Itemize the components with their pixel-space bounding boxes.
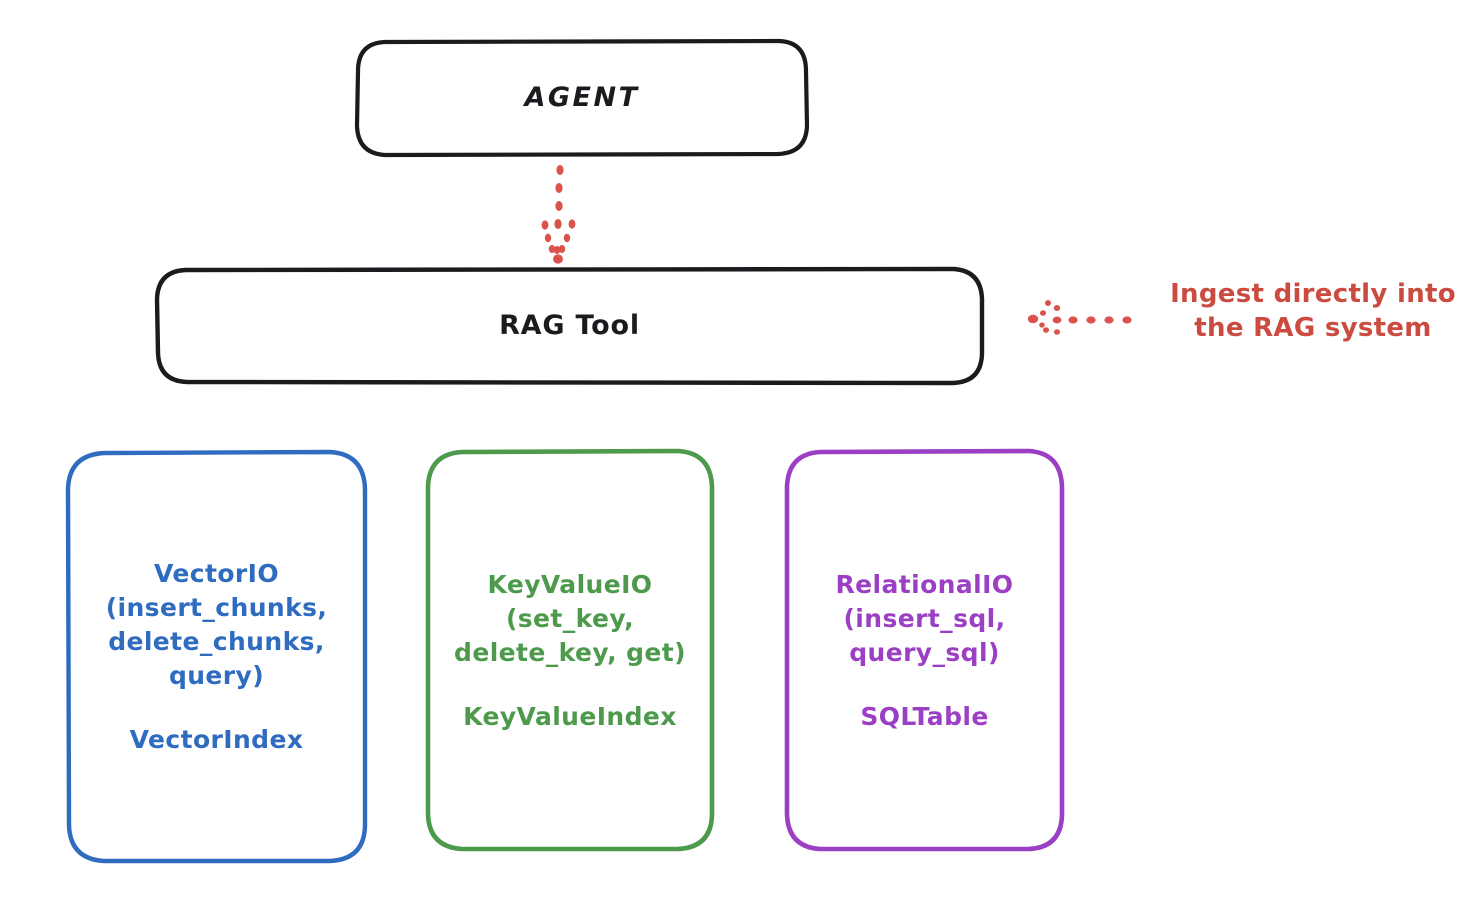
- key-value-io-box-outline: [425, 448, 715, 852]
- node-rag-tool-label: RAG Tool: [499, 310, 640, 342]
- agent-box-outline: [354, 38, 810, 158]
- vector-io-box-outline: [65, 449, 368, 864]
- node-vector-io-index-label: VectorIndex: [129, 725, 304, 754]
- node-key-value-io[interactable]: KeyValueIO (set_key, delete_key, get) Ke…: [428, 451, 712, 850]
- node-key-value-io-index-label: KeyValueIndex: [463, 701, 677, 731]
- connector-ingest-to-rag-tool: [1027, 300, 1132, 335]
- node-vector-io-api-label: VectorIO (insert_chunks, delete_chunks, …: [105, 559, 328, 690]
- node-relational-io-index-label: SQLTable: [860, 701, 989, 731]
- annotation-ingest-directly: Ingest directly into the RAG system: [1170, 279, 1456, 343]
- rag-tool-box-outline: [154, 266, 985, 386]
- node-relational-io[interactable]: RelationalIO (insert_sql, query_sql) SQL…: [787, 451, 1062, 850]
- node-agent-label: AGENT: [524, 82, 640, 114]
- node-vector-io[interactable]: VectorIO (insert_chunks, delete_chunks, …: [68, 452, 365, 862]
- node-relational-io-api-label: RelationalIO (insert_sql, query_sql): [835, 569, 1014, 667]
- node-rag-tool[interactable]: RAG Tool: [157, 269, 982, 383]
- relational-io-box-outline: [784, 448, 1065, 852]
- connector-agent-to-rag-tool: [541, 165, 576, 264]
- node-key-value-io-api-label: KeyValueIO (set_key, delete_key, get): [454, 569, 686, 667]
- node-agent[interactable]: AGENT: [357, 41, 807, 155]
